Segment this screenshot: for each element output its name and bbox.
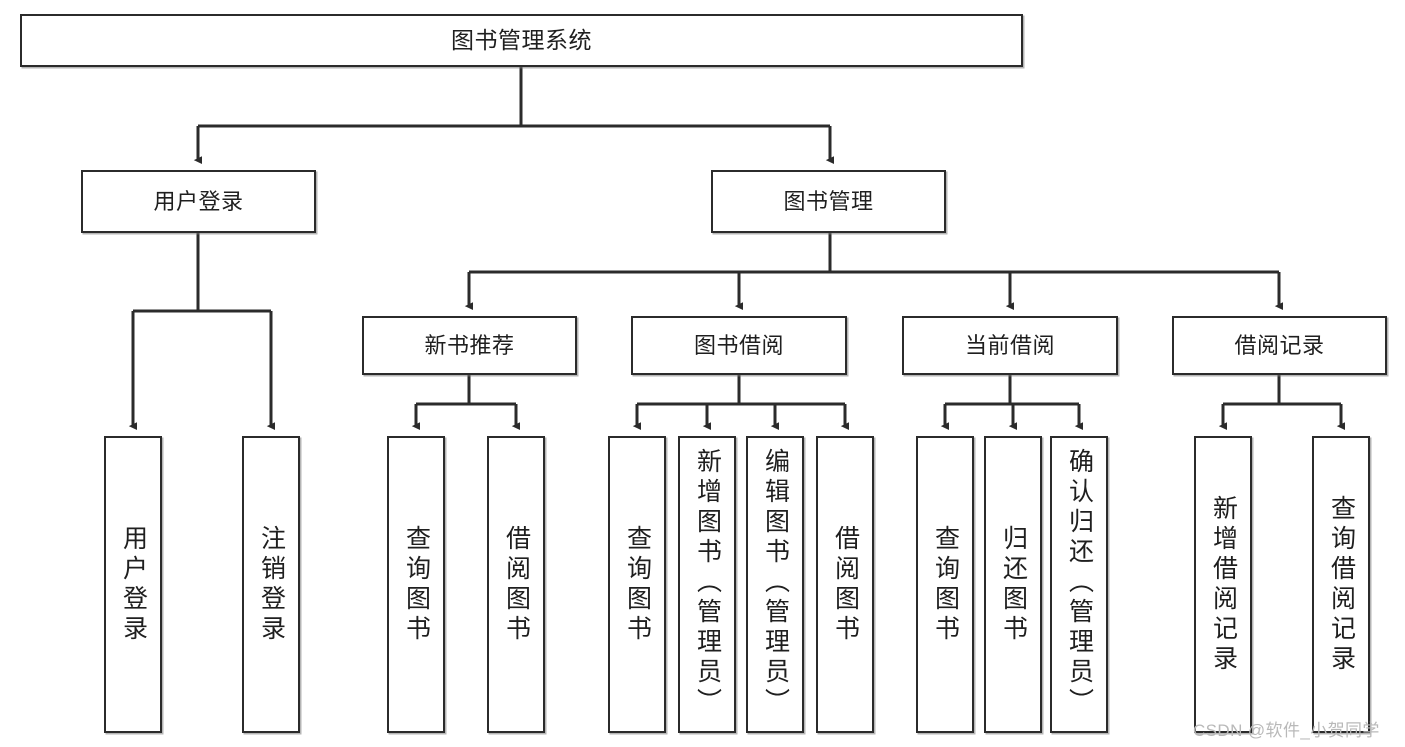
node-leaf-return-book[interactable]: 归还图书	[984, 436, 1042, 733]
node-book-borrow-label: 图书借阅	[693, 332, 784, 358]
node-root[interactable]: 图书管理系统	[20, 14, 1023, 67]
node-leaf-add-record-label: 新增借阅记录	[1209, 494, 1238, 675]
node-leaf-query-book-3[interactable]: 查询图书	[916, 436, 974, 733]
node-current-borrow-label: 当前借阅	[964, 332, 1055, 358]
node-borrow-record-label: 借阅记录	[1234, 332, 1325, 358]
node-user-login[interactable]: 用户登录	[81, 170, 316, 233]
node-leaf-user-login-label: 用户登录	[119, 524, 148, 645]
node-leaf-add-record[interactable]: 新增借阅记录	[1194, 436, 1252, 733]
node-book-borrow[interactable]: 图书借阅	[631, 316, 847, 375]
node-user-login-label: 用户登录	[153, 188, 244, 214]
node-leaf-user-logout[interactable]: 注销登录	[242, 436, 300, 733]
node-root-label: 图书管理系统	[451, 26, 592, 53]
node-leaf-query-book-1-label: 查询图书	[402, 524, 431, 645]
node-leaf-user-logout-label: 注销登录	[257, 524, 286, 645]
node-leaf-edit-book-label: 编辑图书（管理员）	[761, 448, 790, 718]
node-leaf-add-book-label: 新增图书（管理员）	[693, 448, 722, 718]
node-current-borrow[interactable]: 当前借阅	[902, 316, 1118, 375]
node-leaf-borrow-book-1-label: 借阅图书	[502, 524, 531, 645]
node-borrow-record[interactable]: 借阅记录	[1172, 316, 1387, 375]
node-new-book-rec-label: 新书推荐	[424, 332, 515, 358]
node-leaf-query-book-2[interactable]: 查询图书	[608, 436, 666, 733]
node-leaf-query-record[interactable]: 查询借阅记录	[1312, 436, 1370, 733]
node-leaf-borrow-book-2-label: 借阅图书	[831, 524, 860, 645]
node-leaf-confirm-return[interactable]: 确认归还（管理员）	[1050, 436, 1108, 733]
node-leaf-query-record-label: 查询借阅记录	[1327, 494, 1356, 675]
node-leaf-query-book-3-label: 查询图书	[931, 524, 960, 645]
node-book-manage-label: 图书管理	[783, 188, 874, 214]
node-leaf-add-book[interactable]: 新增图书（管理员）	[678, 436, 736, 733]
csdn-watermark: CSDN @软件_小贺同学	[1193, 721, 1380, 740]
node-leaf-borrow-book-2[interactable]: 借阅图书	[816, 436, 874, 733]
node-leaf-query-book-1[interactable]: 查询图书	[387, 436, 445, 733]
node-leaf-borrow-book-1[interactable]: 借阅图书	[487, 436, 545, 733]
node-leaf-edit-book[interactable]: 编辑图书（管理员）	[746, 436, 804, 733]
node-leaf-query-book-2-label: 查询图书	[623, 524, 652, 645]
node-book-manage[interactable]: 图书管理	[711, 170, 946, 233]
node-leaf-confirm-return-label: 确认归还（管理员）	[1065, 448, 1094, 718]
node-leaf-user-login[interactable]: 用户登录	[104, 436, 162, 733]
node-new-book-rec[interactable]: 新书推荐	[362, 316, 577, 375]
node-leaf-return-book-label: 归还图书	[999, 524, 1028, 645]
